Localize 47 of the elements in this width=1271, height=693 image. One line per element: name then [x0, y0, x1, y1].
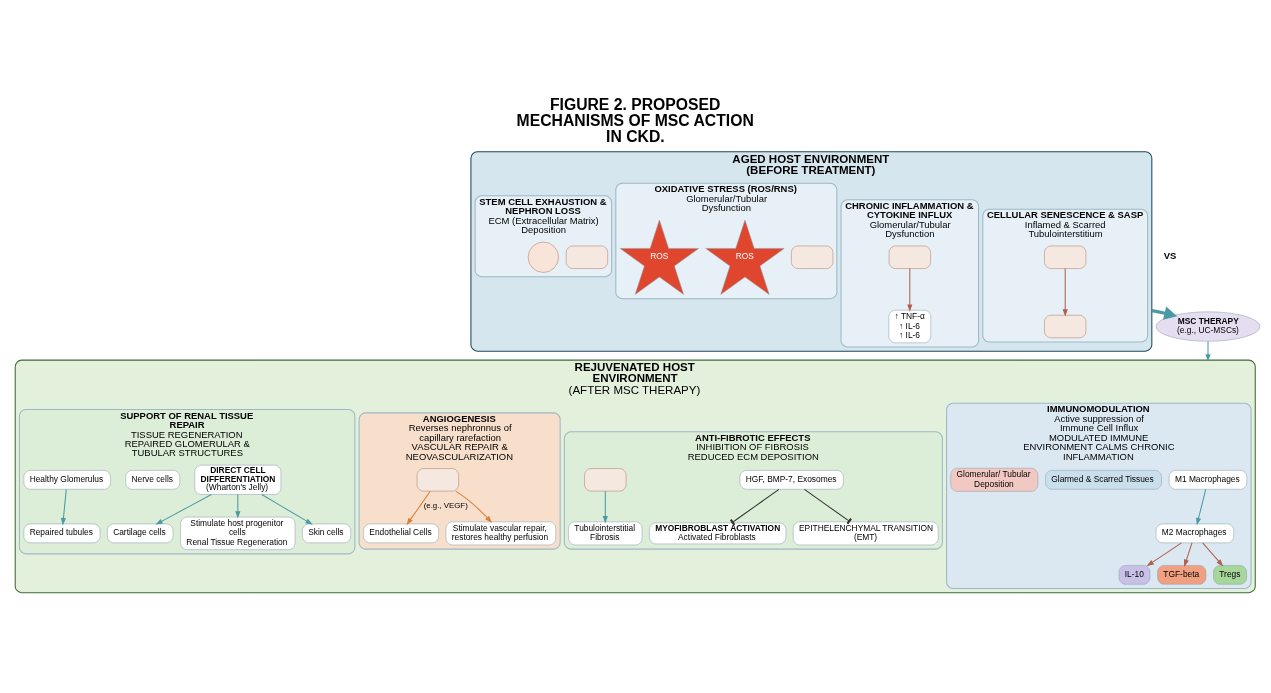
arrow: [1184, 542, 1193, 567]
diagram-title: FIGURE 2. PROPOSED MECHANISMS OF MSC ACTION IN CKD.: [516, 96, 754, 145]
node-box: [584, 468, 627, 492]
arrow: [1146, 542, 1182, 567]
node-box: Endothelial Cells: [363, 523, 439, 544]
node-box: Cartilage cells: [107, 523, 174, 544]
arrow: [261, 494, 313, 525]
node-box: Skin cells: [302, 523, 351, 544]
node-box: [888, 245, 931, 269]
arrow: [1205, 341, 1211, 362]
arrow: [1062, 268, 1068, 317]
arrow: [1202, 542, 1224, 567]
label: VS: [1163, 250, 1177, 262]
arrow: [60, 488, 67, 526]
node-box: [565, 245, 608, 269]
arrow: [907, 268, 913, 312]
node-circle: [527, 241, 559, 273]
node-box: Tubulointerstitial Fibrosis: [568, 521, 643, 546]
node-box: [1044, 315, 1087, 339]
node-box: DIRECT CELL DIFFERENTIATION (Wharton's Jelly): [194, 464, 282, 495]
arrow: [1151, 306, 1178, 320]
node-box: IL-10: [1118, 565, 1151, 585]
node-box: ↑ TNF-α ↑ IL-6 ↑ IL-6: [888, 310, 932, 344]
node-box: Glarmed & Scarred Tissues: [1045, 470, 1162, 490]
arrow: [1196, 488, 1207, 526]
node-box: [1044, 245, 1087, 269]
node-box: Healthy Glomerulus: [23, 470, 111, 490]
arrow: [602, 490, 608, 524]
node-box: M1 Macrophages: [1168, 470, 1248, 490]
connector: [729, 488, 780, 526]
node-box: Stimulate vascular repair, restores healthy perfusion: [445, 521, 556, 546]
node-box: Glomerular/ Tubular Deposition: [950, 468, 1039, 492]
node-box: Nerve cells: [125, 470, 181, 490]
node-box: M2 Macrophages: [1155, 523, 1234, 544]
arrow: [406, 490, 431, 526]
node-box: Repaired tubules: [23, 523, 101, 544]
node-box: HGF, BMP-7, Exosomes: [739, 470, 844, 490]
node-box: [791, 245, 834, 269]
cluster: STEM CELL EXHAUSTION & NEPHRON LOSS ECM (Extracellular Matrix) Deposition: [474, 195, 613, 278]
cluster: CELLULAR SENESCENCE & SASP Inflamed & Scarred Tubulointerstitium: [982, 208, 1149, 343]
arrow: [455, 490, 493, 523]
arrow: [155, 494, 212, 525]
node-box: Stimulate host progenitor cells Renal Tissue Regeneration: [180, 516, 296, 550]
node-box: TGF-beta: [1157, 565, 1207, 585]
node-box: [416, 468, 459, 492]
node-ellipse: MSC THERAPY (e.g., UC-MSCs): [1155, 311, 1261, 342]
node-box: Tregs: [1213, 565, 1247, 585]
